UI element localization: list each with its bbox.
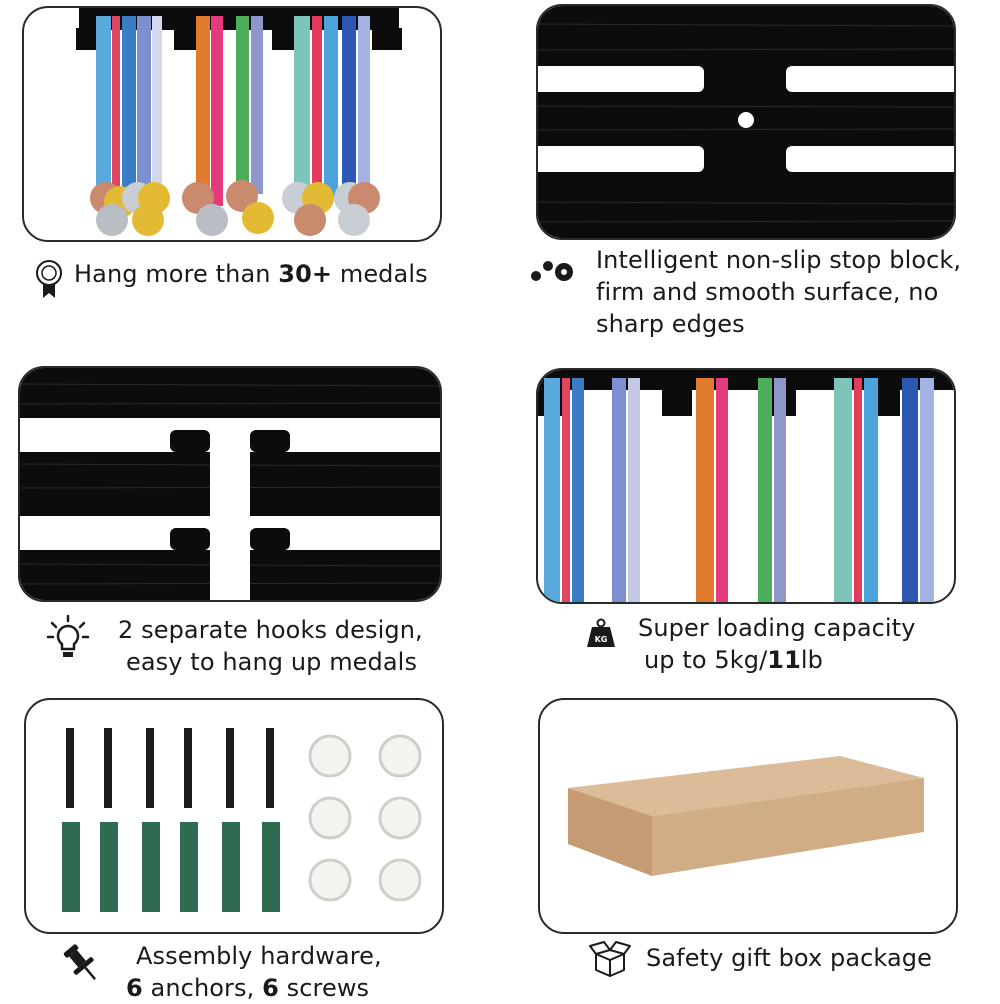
panel-medals-image <box>22 6 442 242</box>
panel-hooks-image <box>18 366 442 602</box>
caption-hooks-line1: 2 separate hooks design, <box>118 616 423 644</box>
caption-stop-block-line3: sharp edges <box>596 310 745 338</box>
panel-board-image <box>536 4 956 240</box>
panel-package-image <box>538 698 958 934</box>
caption-stop-block-line2: firm and smooth surface, no <box>596 278 939 306</box>
caption-medals: Hang more than 30+ medals <box>74 258 428 290</box>
caption-stop-block-line1: Intelligent non-slip stop block, <box>596 246 962 274</box>
caption-package-text: Safety gift box package <box>646 944 932 972</box>
caption-hardware-screws: screws <box>278 974 370 1002</box>
gift-box-illustration <box>568 756 924 876</box>
open-box-icon <box>589 941 631 977</box>
caption-hardware-screws-count: 6 <box>262 974 279 1002</box>
caption-hooks-line2: easy to hang up medals <box>126 648 418 676</box>
ribbons-illustration <box>538 370 954 602</box>
hardware-illustration <box>62 728 422 912</box>
gears-icon <box>531 261 573 281</box>
panel-hardware-image <box>24 698 444 934</box>
medal-hanger-illustration <box>76 8 402 236</box>
caption-medals-bold: 30+ <box>278 260 333 288</box>
caption-hardware: Assembly hardware, 6 anchors, 6 screws <box>126 940 382 1004</box>
weight-kg-label: KG <box>595 635 608 644</box>
caption-hooks: 2 separate hooks design, easy to hang up… <box>118 614 423 678</box>
board-closeup-illustration <box>538 6 954 238</box>
lightbulb-icon <box>46 614 90 657</box>
caption-package: Safety gift box package <box>646 942 932 974</box>
caption-loading-line2-pre: up to 5kg/ <box>644 646 768 674</box>
hooks-closeup-illustration <box>20 368 440 600</box>
caption-hardware-line1: Assembly hardware, <box>136 942 382 970</box>
caption-loading-line1: Super loading capacity <box>638 614 916 642</box>
caption-medals-post: medals <box>332 260 428 288</box>
weight-kg-icon: KG <box>587 618 615 647</box>
caption-hardware-anchors-count: 6 <box>126 974 143 1002</box>
caption-loading-line2-bold: 11 <box>767 646 801 674</box>
caption-loading-line2-post: lb <box>800 646 824 674</box>
panel-ribbons-image <box>536 368 956 604</box>
award-badge-icon <box>36 260 62 298</box>
caption-medals-pre: Hang more than <box>74 260 279 288</box>
caption-loading: Super loading capacity up to 5kg/11lb <box>638 612 916 676</box>
caption-stop-block: Intelligent non-slip stop block, firm an… <box>596 244 961 340</box>
caption-hardware-anchors: anchors, <box>142 974 263 1002</box>
pushpin-icon <box>63 944 97 980</box>
